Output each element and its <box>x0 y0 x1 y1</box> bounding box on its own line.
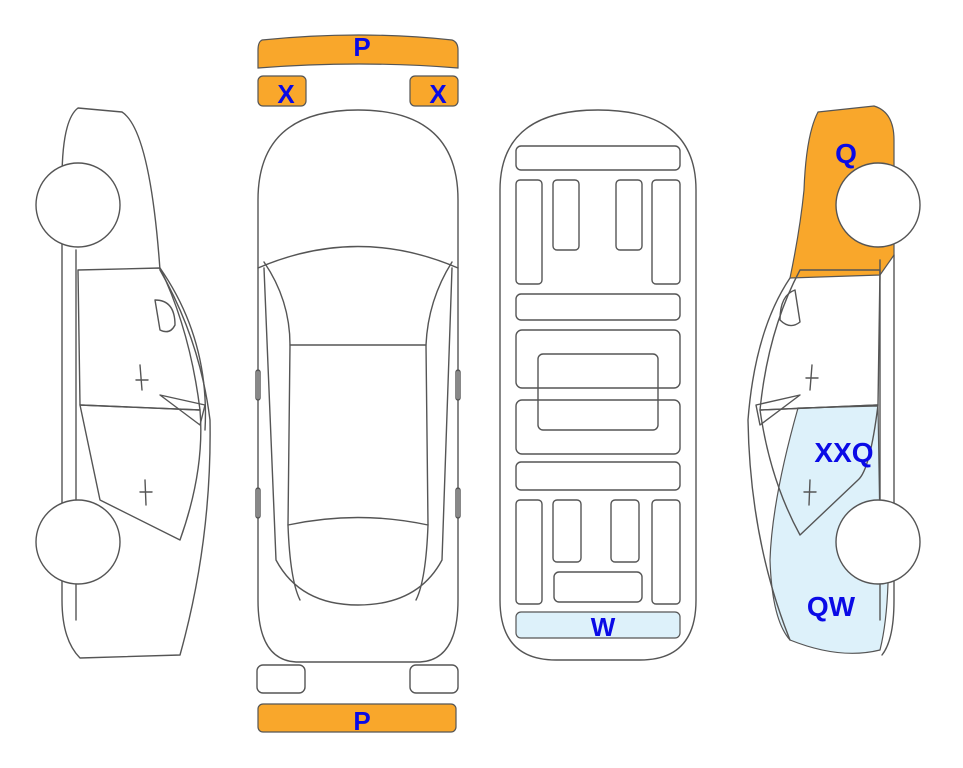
rear-bumper-panel <box>257 703 457 733</box>
right-front-wheel <box>835 162 921 248</box>
front-right-panel <box>409 75 459 107</box>
front-left-label: X <box>277 79 295 109</box>
right-rear-wheel <box>835 499 921 585</box>
right-doors-label: XXQ <box>814 437 873 468</box>
top-body <box>257 109 459 663</box>
left-side-view <box>35 107 211 659</box>
front-right-label: X <box>429 79 447 109</box>
front-bumper-panel <box>257 34 459 69</box>
underbody-rear-panel <box>515 611 681 639</box>
right-side-body <box>747 254 895 656</box>
left-side-body <box>61 107 211 659</box>
underbody-rear-label: W <box>591 612 616 642</box>
underbody-view: W <box>499 109 697 661</box>
underbody-outline <box>499 109 697 661</box>
left-front-wheel <box>35 162 121 248</box>
left-rear-wheel <box>35 499 121 585</box>
top-view: P X X P <box>255 32 461 736</box>
front-bumper-label: P <box>353 32 370 62</box>
front-left-panel <box>257 75 307 107</box>
rear-bumper-label: P <box>353 706 370 736</box>
right-front-label: Q <box>835 138 857 169</box>
right-rear-label: QW <box>807 591 856 622</box>
right-side-view: Q XXQ QW <box>747 105 921 656</box>
